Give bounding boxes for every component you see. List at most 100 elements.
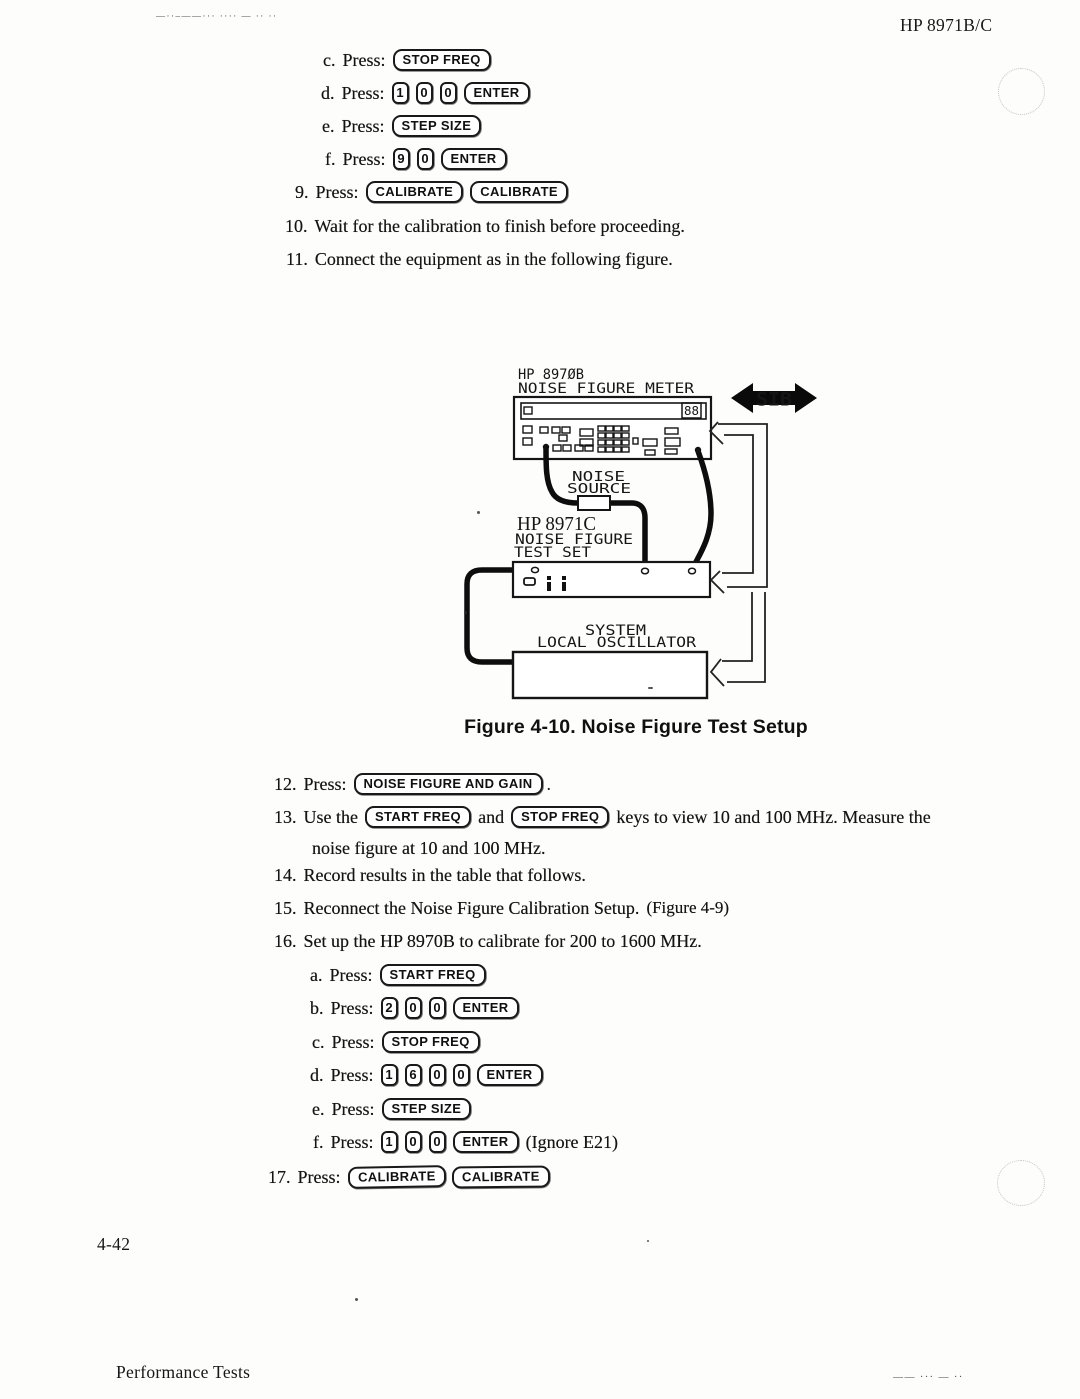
cable-noise-source-to-testset	[607, 500, 648, 573]
step-line-13b: noise figure at 10 and 100 MHz.	[312, 836, 545, 860]
keycap-1: 1	[380, 1064, 398, 1086]
meter-display	[520, 402, 707, 420]
scan-speckle	[477, 511, 480, 514]
keycap-step-size: STEP SIZE	[391, 115, 482, 137]
step-label: e.	[312, 1098, 325, 1119]
scan-smudge-bottom-right: —— ··· — ··	[893, 1372, 964, 1383]
step-text: Connect the equipment as in the followin…	[314, 248, 673, 269]
step-number: 9.	[295, 181, 309, 202]
step-line-b: b. Press: 2 0 0 ENTER	[310, 996, 519, 1020]
scan-smudge-top-left: —··–——··· ···· — ·· ··	[156, 11, 278, 21]
oscillator-box	[511, 650, 709, 700]
step-line-15: 15. Reconnect the Noise Figure Calibrati…	[274, 896, 729, 920]
press-label: Press:	[330, 1131, 374, 1152]
step-label: c.	[323, 49, 336, 70]
keycap-enter: ENTER	[452, 997, 519, 1019]
step-text: Use the	[303, 806, 358, 827]
step-number: 10.	[285, 215, 308, 236]
testset-connector-mid	[640, 567, 650, 575]
press-label: Press:	[331, 1031, 375, 1052]
noise-source	[577, 495, 611, 511]
oscillator-label-1: SYSTEM	[585, 623, 646, 639]
keycap-enter: ENTER	[476, 1064, 543, 1086]
figure-diagram: HP 897ØB NOISE FIGURE METER 88	[464, 367, 817, 700]
step-line-17: 17. Press: CALIBRATE CALIBRATE	[268, 1165, 551, 1189]
step-line-d2: d. Press: 1 6 0 0 ENTER	[310, 1063, 543, 1087]
keycap-calibrate: CALIBRATE	[347, 1165, 446, 1189]
keycap-0: 0	[404, 997, 422, 1019]
step-line-11: 11. Connect the equipment as in the foll…	[286, 247, 673, 271]
step-number: 14.	[274, 864, 297, 885]
noise-figure-test-set-panel	[511, 560, 712, 599]
cable-meter-to-testset	[689, 448, 714, 573]
keycap-6: 6	[404, 1064, 422, 1086]
step-suffix: .	[546, 773, 552, 794]
step-label: d.	[321, 82, 335, 103]
keycap-stop-freq: STOP FREQ	[511, 806, 610, 828]
binder-hole-bottom	[997, 1160, 1045, 1206]
meter-label-name: NOISE FIGURE METER	[518, 381, 695, 397]
step-line-e: e. Press: STEP SIZE	[322, 114, 482, 138]
meter-label-model: HP 897ØB	[518, 367, 584, 383]
testset-label-name-1: NOISE FIGURE	[515, 532, 633, 548]
keycap-1: 1	[391, 82, 409, 104]
keycap-0: 0	[415, 82, 433, 104]
cable-meter-to-noise-source	[543, 445, 581, 506]
meter-display-digits-box	[681, 402, 702, 419]
keycap-calibrate: CALIBRATE	[452, 1165, 551, 1189]
footer-section-title: Performance Tests	[116, 1362, 251, 1382]
noise-source-label-1: NOISE	[572, 470, 625, 485]
step-line-c2: c. Press: STOP FREQ	[312, 1030, 480, 1054]
page-number: 4-42	[97, 1234, 131, 1254]
step-label: d.	[310, 1064, 324, 1085]
step-suffix: (Ignore E21)	[525, 1131, 619, 1152]
press-label: Press:	[341, 115, 385, 136]
step-text: noise figure at 10 and 100 MHz.	[312, 837, 546, 858]
sib-bus	[708, 421, 768, 687]
keycap-0: 0	[452, 1064, 470, 1086]
keycap-0: 0	[416, 148, 434, 170]
step-number: 15.	[274, 897, 297, 918]
binder-hole-top	[998, 68, 1045, 115]
step-number: 17.	[268, 1166, 291, 1187]
keycap-0: 0	[439, 82, 457, 104]
keycap-enter: ENTER	[452, 1131, 519, 1153]
step-line-9: 9. Press: CALIBRATE CALIBRATE	[295, 180, 569, 204]
step-text: Reconnect the Noise Figure Calibration S…	[303, 897, 640, 918]
step-line-13a: 13. Use the START FREQ and STOP FREQ key…	[274, 805, 931, 829]
step-line-a: a. Press: START FREQ	[310, 963, 486, 987]
keycap-0: 0	[404, 1131, 422, 1153]
meter-connector-left	[542, 443, 550, 451]
step-line-10: 10. Wait for the calibration to finish b…	[285, 214, 685, 238]
scan-speckle	[647, 1240, 649, 1242]
scan-speckle	[355, 1298, 358, 1301]
keycap-enter: ENTER	[463, 82, 530, 104]
keycap-step-size: STEP SIZE	[381, 1098, 472, 1120]
press-label: Press:	[330, 997, 374, 1018]
step-label: b.	[310, 997, 324, 1018]
keycap-0: 0	[428, 997, 446, 1019]
keycap-9: 9	[392, 148, 410, 170]
testset-label-model: HP 8971C	[517, 513, 596, 535]
keycap-calibrate: CALIBRATE	[470, 181, 569, 203]
press-label: Press:	[330, 1064, 374, 1085]
figure-reference: (Figure 4-9)	[646, 898, 730, 917]
step-text: Wait for the calibration to finish befor…	[314, 215, 685, 236]
coax-cables	[464, 445, 714, 665]
testset-label-name-2: TEST SET	[514, 545, 592, 561]
oscillator-label-2: LOCAL OSCILLATOR	[537, 635, 697, 651]
keycap-start-freq: START FREQ	[364, 806, 472, 828]
press-label: Press:	[303, 773, 347, 794]
keycap-0: 0	[428, 1064, 446, 1086]
step-line-f2: f. Press: 1 0 0 ENTER (Ignore E21)	[313, 1130, 618, 1154]
sib-label: SIB	[756, 389, 792, 411]
press-label: Press:	[341, 82, 385, 103]
keycap-1: 1	[380, 1131, 398, 1153]
keycap-start-freq: START FREQ	[379, 964, 486, 986]
bus-arrowhead-oscillator	[709, 658, 725, 687]
keycap-0: 0	[428, 1131, 446, 1153]
step-text: Record results in the table that follows…	[303, 864, 586, 885]
bus-arrowhead-meter	[708, 421, 724, 445]
step-label: f.	[313, 1131, 324, 1152]
